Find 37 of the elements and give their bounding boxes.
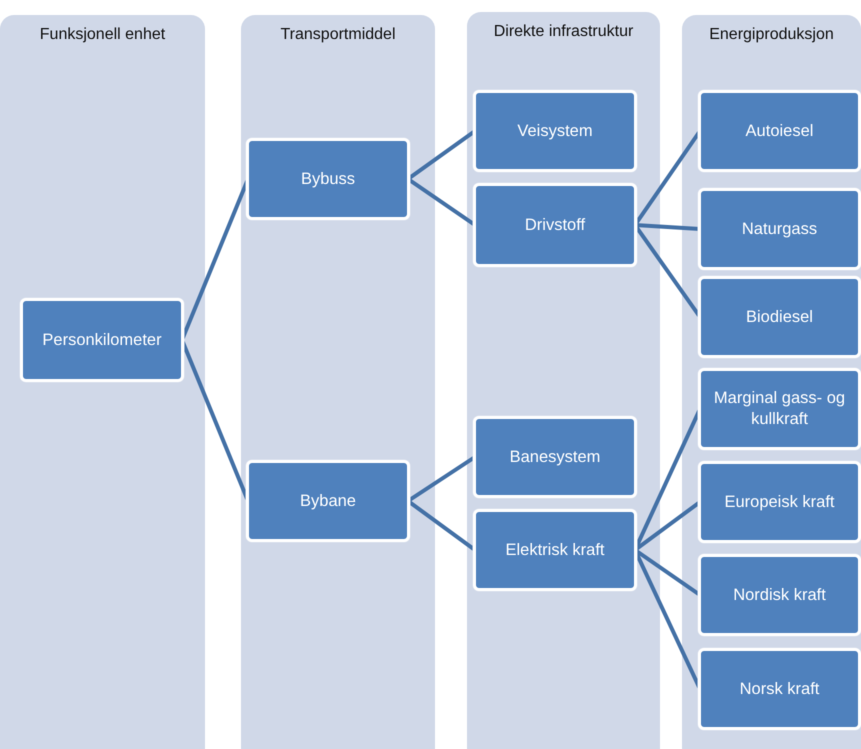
- box-label: Personkilometer: [41, 330, 163, 350]
- process-box: [698, 368, 861, 450]
- box-label: Marginal gass- og kullkraft: [712, 388, 846, 430]
- process-box: [698, 461, 861, 543]
- column-heading: Transportmiddel: [279, 25, 396, 44]
- box-label: Drivstoff: [524, 214, 586, 236]
- box-label: Nordisk kraft: [732, 584, 827, 606]
- box-label: Elektrisk kraft: [504, 540, 606, 560]
- process-box: [246, 138, 410, 220]
- process-box: [473, 90, 637, 172]
- box-label: Bybane: [299, 490, 357, 512]
- process-box: [473, 183, 637, 267]
- box-label: Veisystem: [516, 120, 594, 142]
- column-heading: Funksjonell enhet: [38, 25, 166, 44]
- column-heading: Energiproduksjon: [708, 25, 835, 44]
- process-box: [698, 648, 861, 730]
- process-box: [698, 276, 861, 358]
- connector-line: [634, 223, 700, 231]
- box-label: Banesystem: [508, 446, 602, 468]
- process-box: [473, 509, 637, 591]
- box-label: Bybuss: [300, 168, 356, 190]
- column-band: [0, 15, 205, 749]
- box-label: Norsk kraft: [738, 678, 820, 700]
- box-label: Biodiesel: [745, 306, 814, 328]
- box-label: Europeisk kraft: [723, 492, 836, 512]
- process-box: [698, 188, 861, 270]
- process-box: [246, 460, 410, 542]
- process-box: [698, 554, 861, 636]
- box-label: Autoiesel: [744, 120, 814, 142]
- box-label: Naturgass: [740, 218, 818, 240]
- column-band: [467, 12, 660, 749]
- process-box: [20, 298, 184, 382]
- column-band: [241, 15, 435, 749]
- column-heading: Direkte infrastruktur: [492, 22, 634, 42]
- column-band: [682, 15, 861, 749]
- process-box: [698, 90, 861, 172]
- process-box: [473, 416, 637, 498]
